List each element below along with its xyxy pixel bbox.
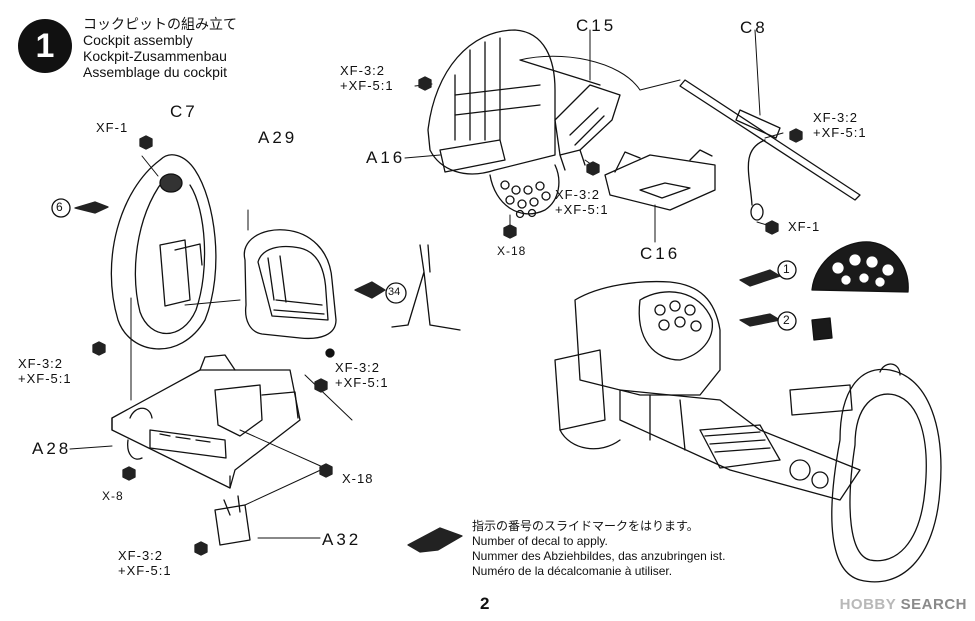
seat-harness-drawing	[391, 244, 461, 331]
part-c7-drawing	[110, 154, 217, 350]
part-a28-drawing	[111, 354, 301, 546]
instrument-panel-decal-drawing	[811, 241, 909, 341]
label-paint-mix-c8: XF-3:2+XF-5:1	[813, 110, 867, 140]
decal-number-2: 2	[783, 313, 790, 327]
label-part-c8: C8	[740, 18, 768, 37]
decal-number-34: 34	[388, 286, 401, 298]
label-part-c16: C16	[640, 244, 681, 263]
label-paint-mix-bottom: XF-3:2+XF-5:1	[118, 548, 172, 578]
legend-french: Numéro de la décalcomanie à utiliser.	[472, 564, 673, 578]
hobbysearch-watermark: HOBBY SEARCH	[839, 596, 967, 613]
part-a29-drawing	[243, 229, 337, 358]
legend-english: Number of decal to apply.	[472, 534, 608, 548]
decal-number-circles	[51, 198, 797, 331]
title-japanese: コックピットの組み立て	[83, 16, 237, 32]
page-number: 2	[480, 594, 490, 613]
label-part-a32: A32	[322, 530, 362, 549]
title-english: Cockpit assembly	[83, 32, 193, 48]
label-paint-mix-left: XF-3:2+XF-5:1	[18, 356, 72, 386]
decal-number-6: 6	[56, 200, 63, 214]
title-french: Assemblage du cockpit	[83, 64, 227, 80]
part-c16-drawing	[604, 149, 716, 211]
label-paint-mix-a16: XF-3:2+XF-5:1	[340, 63, 394, 93]
decal-number-1: 1	[783, 262, 790, 276]
label-paint-mix-panel: XF-3:2+XF-5:1	[555, 187, 609, 217]
label-paint-xf1-right: XF-1	[788, 219, 821, 234]
label-paint-mix-mid: XF-3:2+XF-5:1	[335, 360, 389, 390]
label-part-c7: C7	[170, 102, 198, 121]
label-paint-x8: X-8	[102, 489, 124, 503]
label-part-c15: C15	[576, 16, 617, 35]
label-part-a28: A28	[32, 439, 72, 458]
legend-japanese: 指示の番号のスライドマークをはります。	[472, 519, 699, 533]
label-part-a29: A29	[258, 128, 298, 147]
decal-arrows	[74, 201, 781, 553]
part-a16-drawing	[427, 29, 560, 219]
label-paint-xf1-top: XF-1	[96, 120, 129, 135]
part-c15-drawing	[519, 59, 621, 171]
label-part-a16: A16	[366, 148, 406, 167]
paint-hex-markers	[92, 76, 803, 556]
label-paint-x18-mid: X-18	[342, 471, 374, 486]
step-number-badge: 1	[18, 19, 72, 73]
part-c8-drawing	[679, 79, 861, 221]
step-title: コックピットの組み立て Cockpit assembly Kockpit-Zus…	[83, 16, 237, 80]
legend-german: Nummer des Abziehbildes, das anzubringen…	[472, 549, 726, 563]
label-paint-x18-top: X-18	[497, 244, 527, 258]
assembled-cockpit-drawing	[554, 280, 942, 583]
title-german: Kockpit-Zusammenbau	[83, 48, 227, 64]
decal-legend: 指示の番号のスライドマークをはります。 Number of decal to a…	[472, 519, 725, 579]
